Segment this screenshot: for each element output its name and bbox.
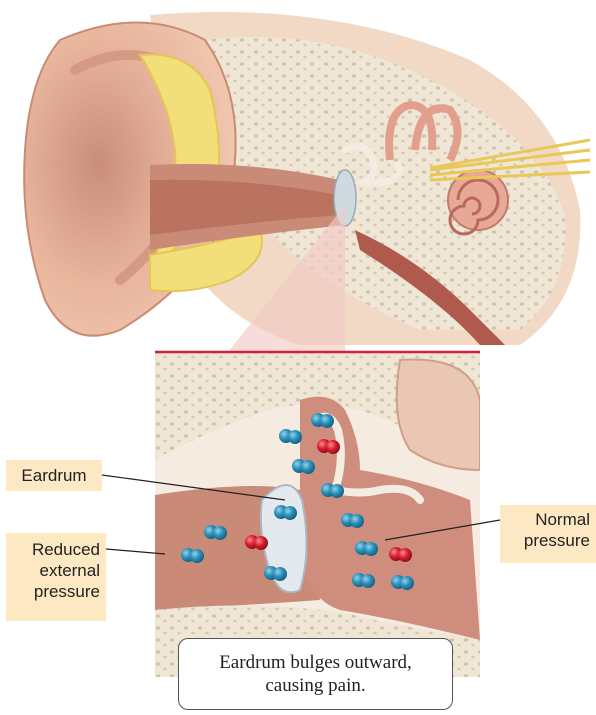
- air-molecule: [311, 413, 334, 428]
- ear-overview: [24, 12, 590, 352]
- oxygen-molecule: [245, 535, 268, 550]
- oxygen-molecule: [317, 439, 340, 454]
- air-molecule: [181, 548, 204, 563]
- oxygen-molecule: [389, 547, 412, 562]
- air-molecule: [355, 541, 378, 556]
- reduced-label-line-3: pressure: [12, 581, 100, 602]
- air-molecule: [264, 566, 287, 581]
- normal-label-line-1: Normal: [506, 509, 590, 530]
- air-molecule: [321, 483, 344, 498]
- air-molecule: [292, 459, 315, 474]
- air-molecule: [274, 505, 297, 520]
- normal-label-line-2: pressure: [506, 530, 590, 551]
- caption-line-1: Eardrum bulges outward,: [179, 651, 452, 674]
- caption-box: Eardrum bulges outward, causing pain.: [178, 638, 453, 710]
- normal-pressure-label: Normal pressure: [500, 505, 596, 563]
- inset-panel: [155, 352, 480, 677]
- reduced-label-line-1: Reduced: [12, 539, 100, 560]
- caption-line-2: causing pain.: [179, 674, 452, 697]
- air-molecule: [352, 573, 375, 588]
- air-molecule: [279, 429, 302, 444]
- air-molecule: [204, 525, 227, 540]
- eardrum-label: Eardrum: [6, 460, 102, 491]
- air-molecule: [341, 513, 364, 528]
- reduced-external-pressure-label: Reduced external pressure: [6, 533, 106, 621]
- reduced-label-line-2: external: [12, 560, 100, 581]
- air-molecule: [391, 575, 414, 590]
